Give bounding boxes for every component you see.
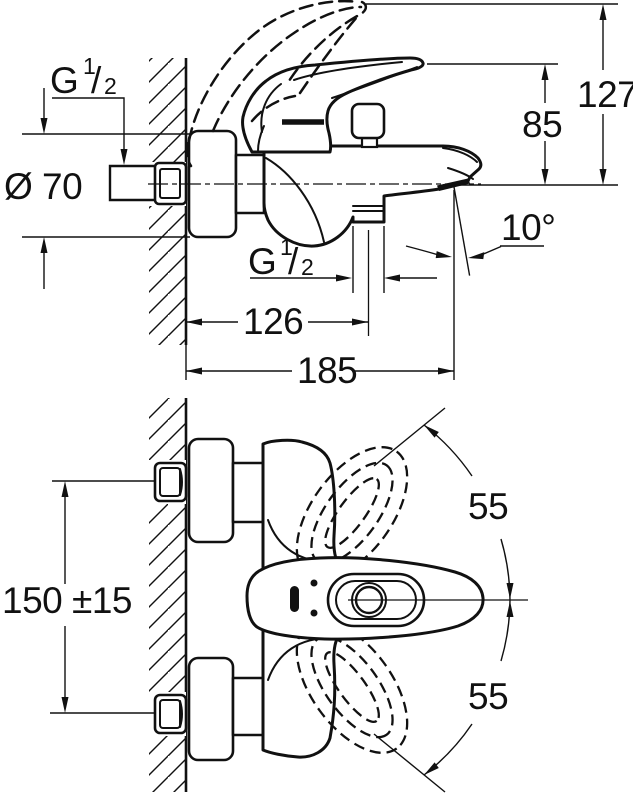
lower-union-pipe [231,676,265,737]
svg-text:1: 1 [280,234,292,260]
spout-projection-label: 185 [297,350,357,391]
outlet-thread-label: G [248,241,276,282]
swing-lower-label: 55 [468,676,508,717]
svg-text:2: 2 [301,254,313,280]
upper-union-nut [153,461,188,503]
lower-union-nut [153,693,188,735]
diverter-knob-stem [360,136,379,149]
lever-handle [241,56,425,154]
spout-angle-label: 10° [501,207,555,248]
lower-escutcheon [187,656,235,762]
dimension-spout-projection: 185 [185,345,454,391]
inlet-thread-label: G [50,60,78,101]
dimension-inlet-thread: G 1 / 2 [50,53,128,165]
body-marking [290,586,299,612]
upper-escutcheon [187,437,235,544]
swing-upper-label: 55 [468,486,508,527]
lever-handle-raised-dashed [185,0,368,168]
connection-centres-label: 150 ±15 [2,580,132,621]
dimension-spout-angle: 10° [405,186,556,380]
svg-text:/: / [91,60,102,101]
faucet-body-spout [262,144,483,248]
dimension-outlet-projection: 126 [186,301,368,342]
outlet-projection-label: 126 [243,301,303,342]
dimension-connection-centres: 150 ±15 [2,480,155,714]
spout-nose-line [442,147,478,163]
svg-text:1: 1 [83,53,95,79]
dimension-handle-height: 85 [427,63,563,185]
upper-union-pipe [231,461,265,524]
escutcheon-diameter-label: Ø 70 [4,166,82,207]
body-contour-line [265,157,325,243]
front-view: 150 ±15 55 55 [2,398,528,793]
handle-height-label: 85 [522,104,562,145]
supply-pipe-stub [108,164,157,202]
dimension-overall-height: 127 [366,3,633,186]
svg-text:/: / [288,241,299,282]
overall-height-label: 127 [577,74,633,115]
dimension-escutcheon-diameter: Ø 70 [4,88,190,289]
svg-text:2: 2 [104,73,116,99]
diverter-knob [350,102,386,140]
dimension-outlet-thread: G 1 / 2 [248,226,437,336]
dimension-handle-swing: 55 55 [373,407,514,793]
side-view: G 1 / 2 Ø 70 127 [4,0,633,391]
